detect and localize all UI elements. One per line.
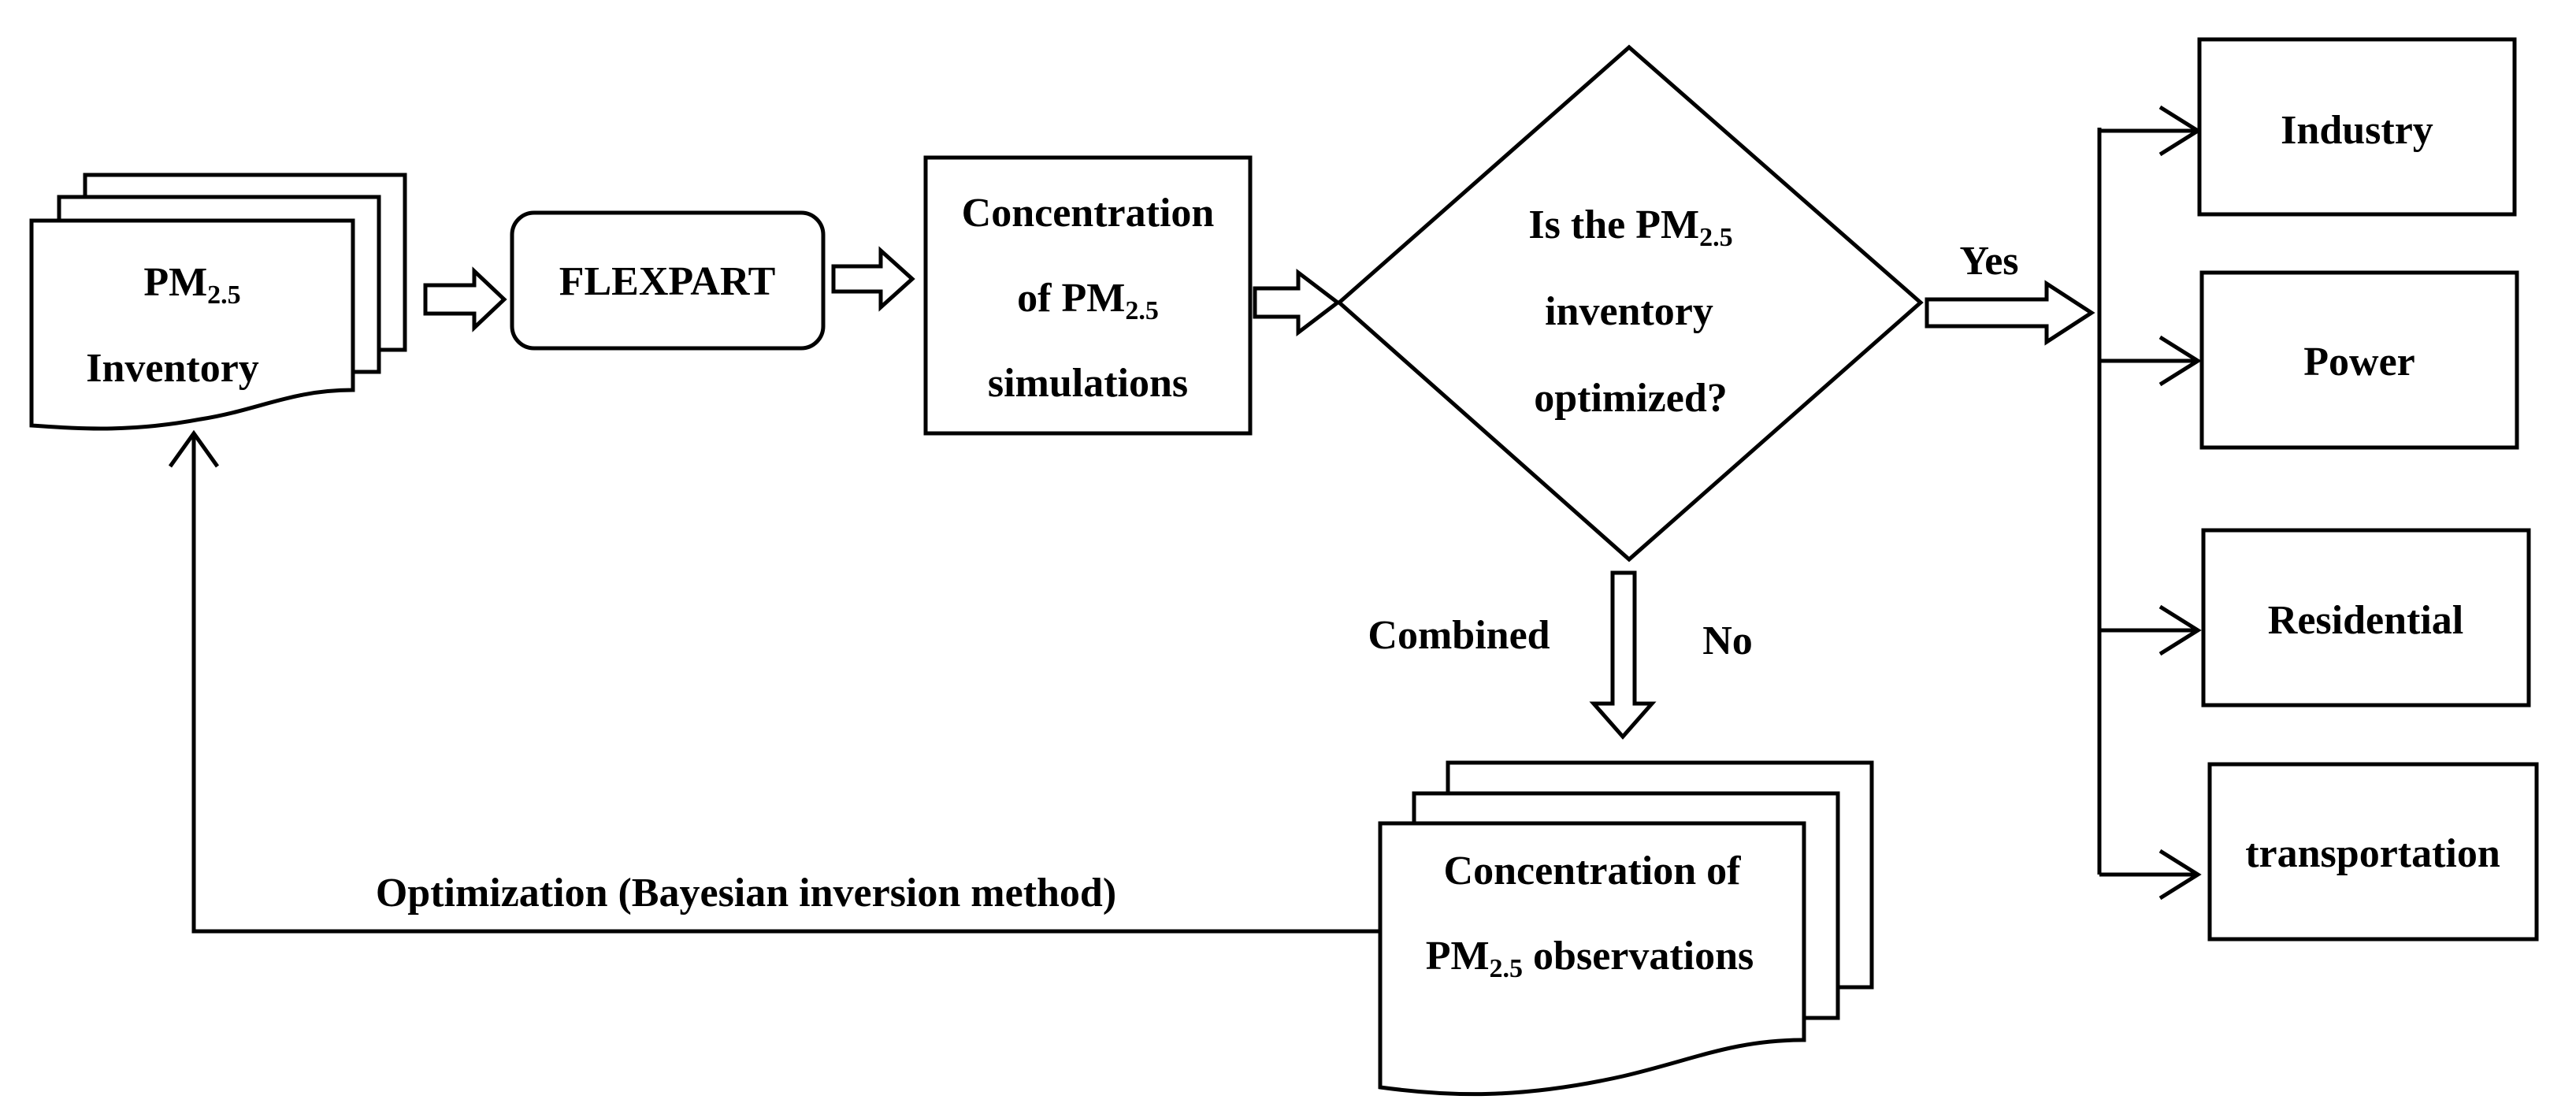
combined-label: Combined xyxy=(1368,613,1550,658)
arrow-inventory-flexpart xyxy=(423,266,507,332)
sector-residential: Residential xyxy=(2201,528,2531,708)
inventory-node: PM2.5 Inventory xyxy=(29,173,407,431)
sector-branches xyxy=(2097,105,2202,901)
arrow-yes xyxy=(1925,280,2095,346)
no-label: No xyxy=(1702,618,1753,663)
flexpart-node: FLEXPART xyxy=(510,210,826,351)
observations-node: Concentration of PM2.5 observations xyxy=(1378,760,1874,1097)
decision-line3: optimized? xyxy=(1534,376,1728,421)
decision-node: Is the PM2.5 inventory optimized? xyxy=(1336,44,1924,563)
sector-industry: Industry xyxy=(2197,37,2517,217)
simulations-line3: simulations xyxy=(988,361,1188,406)
inventory-label: Inventory xyxy=(86,346,259,391)
sector-power-label: Power xyxy=(2303,340,2415,384)
yes-label: Yes xyxy=(1959,239,2018,284)
observations-line1: Concentration of xyxy=(1444,849,1742,893)
sector-transportation-label: transportation xyxy=(2245,831,2500,876)
sector-power: Power xyxy=(2199,270,2519,450)
simulations-node: Concentration of PM2.5 simulations xyxy=(923,155,1253,436)
simulations-line1: Concentration xyxy=(962,191,1215,236)
arrow-flexpart-simulations xyxy=(831,246,915,312)
decision-line1: Is the PM2.5 xyxy=(1528,202,1732,252)
sector-transportation: transportation xyxy=(2207,762,2539,942)
sector-residential-label: Residential xyxy=(2268,598,2463,643)
flexpart-label: FLEXPART xyxy=(559,259,776,304)
inventory-title: PM2.5 xyxy=(143,260,240,310)
observations-line2: PM2.5 observations xyxy=(1426,934,1754,983)
decision-line2: inventory xyxy=(1545,289,1713,334)
optimization-feedback xyxy=(168,429,1380,934)
simulations-line2: of PM2.5 xyxy=(1017,276,1159,325)
arrow-no xyxy=(1589,570,1657,740)
sector-industry-label: Industry xyxy=(2281,108,2433,153)
arrow-simulations-decision xyxy=(1253,268,1342,337)
optimization-label: Optimization (Bayesian inversion method) xyxy=(376,871,1116,916)
